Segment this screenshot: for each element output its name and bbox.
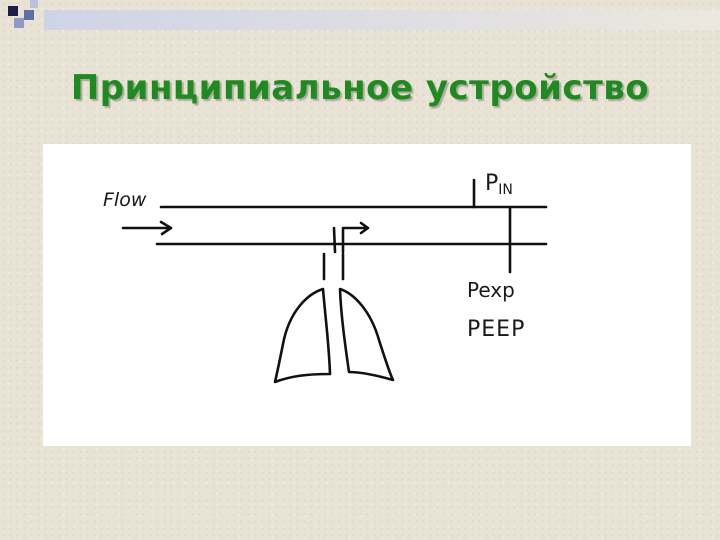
p-in-subscript: IN	[498, 182, 513, 198]
deco-square-dark	[8, 6, 18, 16]
flow-arrow	[121, 220, 173, 236]
deco-square-pale	[30, 0, 38, 8]
ventilator-diagram-panel: Flow PIN Pexp PEEP	[43, 144, 691, 446]
right-lung-icon	[338, 287, 395, 382]
p-exp-label: Pexp	[467, 278, 515, 302]
flow-label: Flow	[103, 189, 147, 211]
header-gradient-bar	[44, 10, 720, 30]
valve-stem	[332, 226, 337, 254]
ventilator-schematic: Flow PIN Pexp PEEP	[103, 171, 548, 384]
slide-title: Принципиальное устройство	[70, 68, 650, 108]
peep-label: PEEP	[467, 317, 525, 342]
deco-square-mid	[24, 10, 34, 20]
left-lung-icon	[273, 287, 332, 384]
valve-arrow-icon	[341, 221, 370, 254]
p-in-label: PIN	[485, 171, 513, 198]
p-in-main: P	[485, 171, 498, 196]
deco-square-light	[14, 18, 24, 28]
header-decoration	[8, 0, 720, 30]
